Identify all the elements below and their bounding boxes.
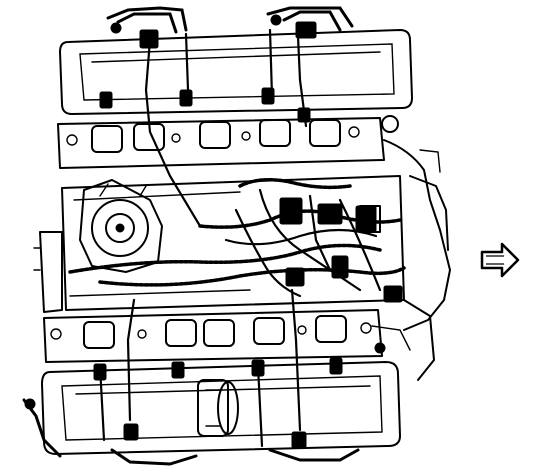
right-side-bracket: [371, 139, 451, 381]
wiring-harness: [68, 178, 406, 303]
upper-spark-plug-wires: [106, 6, 354, 228]
lower-plug-boots: [24, 342, 386, 449]
lower-spark-plug-wires: [22, 288, 360, 466]
upper-manifold-gasket: [57, 115, 399, 169]
distributor: [79, 179, 163, 273]
pcv-valve: [197, 379, 239, 437]
upper-plug-boots: [99, 14, 317, 123]
direction-arrow: [480, 242, 520, 278]
lower-manifold-gasket: [43, 309, 383, 363]
lower-valve-cover: [22, 288, 401, 466]
upper-valve-cover: [59, 6, 413, 228]
